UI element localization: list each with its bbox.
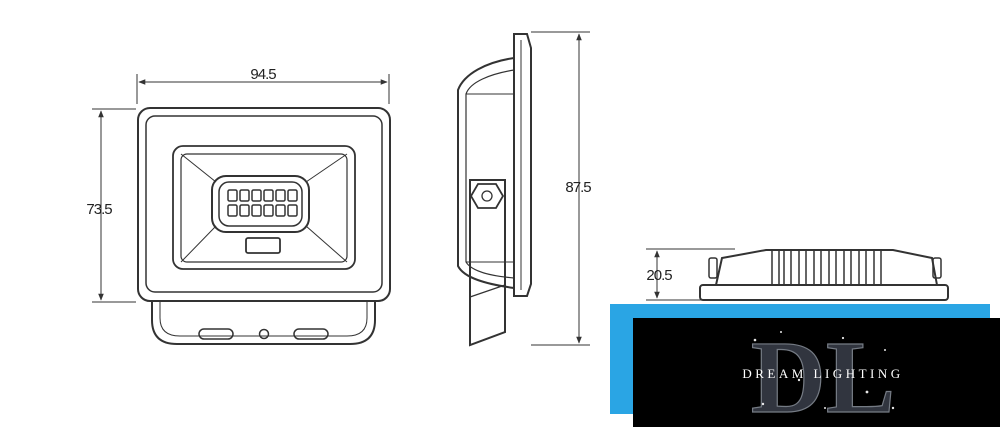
front-width-label: 94.5: [250, 66, 276, 83]
led-chip: [251, 204, 262, 217]
led-chip: [239, 189, 250, 202]
heatsink-fins: [771, 249, 882, 286]
led-chip: [287, 204, 298, 217]
led-chip: [251, 189, 262, 202]
heatsink-fin: [783, 249, 792, 286]
led-chip: [263, 204, 274, 217]
bottom-depth-label: 20.5: [646, 267, 672, 284]
led-chip: [275, 204, 286, 217]
front-height-label: 73.5: [86, 201, 112, 218]
brand-name: DREAM LIGHTING: [742, 366, 904, 381]
heatsink-fin: [858, 249, 867, 286]
side-view: [457, 31, 590, 347]
led-chip: [287, 189, 298, 202]
led-chip: [275, 189, 286, 202]
front-view: [92, 74, 391, 345]
led-chip: [239, 204, 250, 217]
heatsink-fin: [828, 249, 837, 286]
heatsink-fin: [771, 249, 780, 286]
side-height-label: 87.5: [565, 179, 591, 196]
svg-text:DL: DL: [751, 320, 895, 420]
brand-monogram-logo: DL: [750, 320, 896, 420]
led-chip: [227, 204, 238, 217]
led-array: [227, 189, 298, 217]
brand-logo-panel: [633, 318, 1000, 427]
heatsink-fin: [873, 249, 882, 286]
bottom-view: [646, 248, 949, 301]
led-chip: [263, 189, 274, 202]
led-chip: [227, 189, 238, 202]
heatsink-fin: [798, 249, 807, 286]
heatsink-fin: [813, 249, 822, 286]
heatsink-fin: [843, 249, 852, 286]
